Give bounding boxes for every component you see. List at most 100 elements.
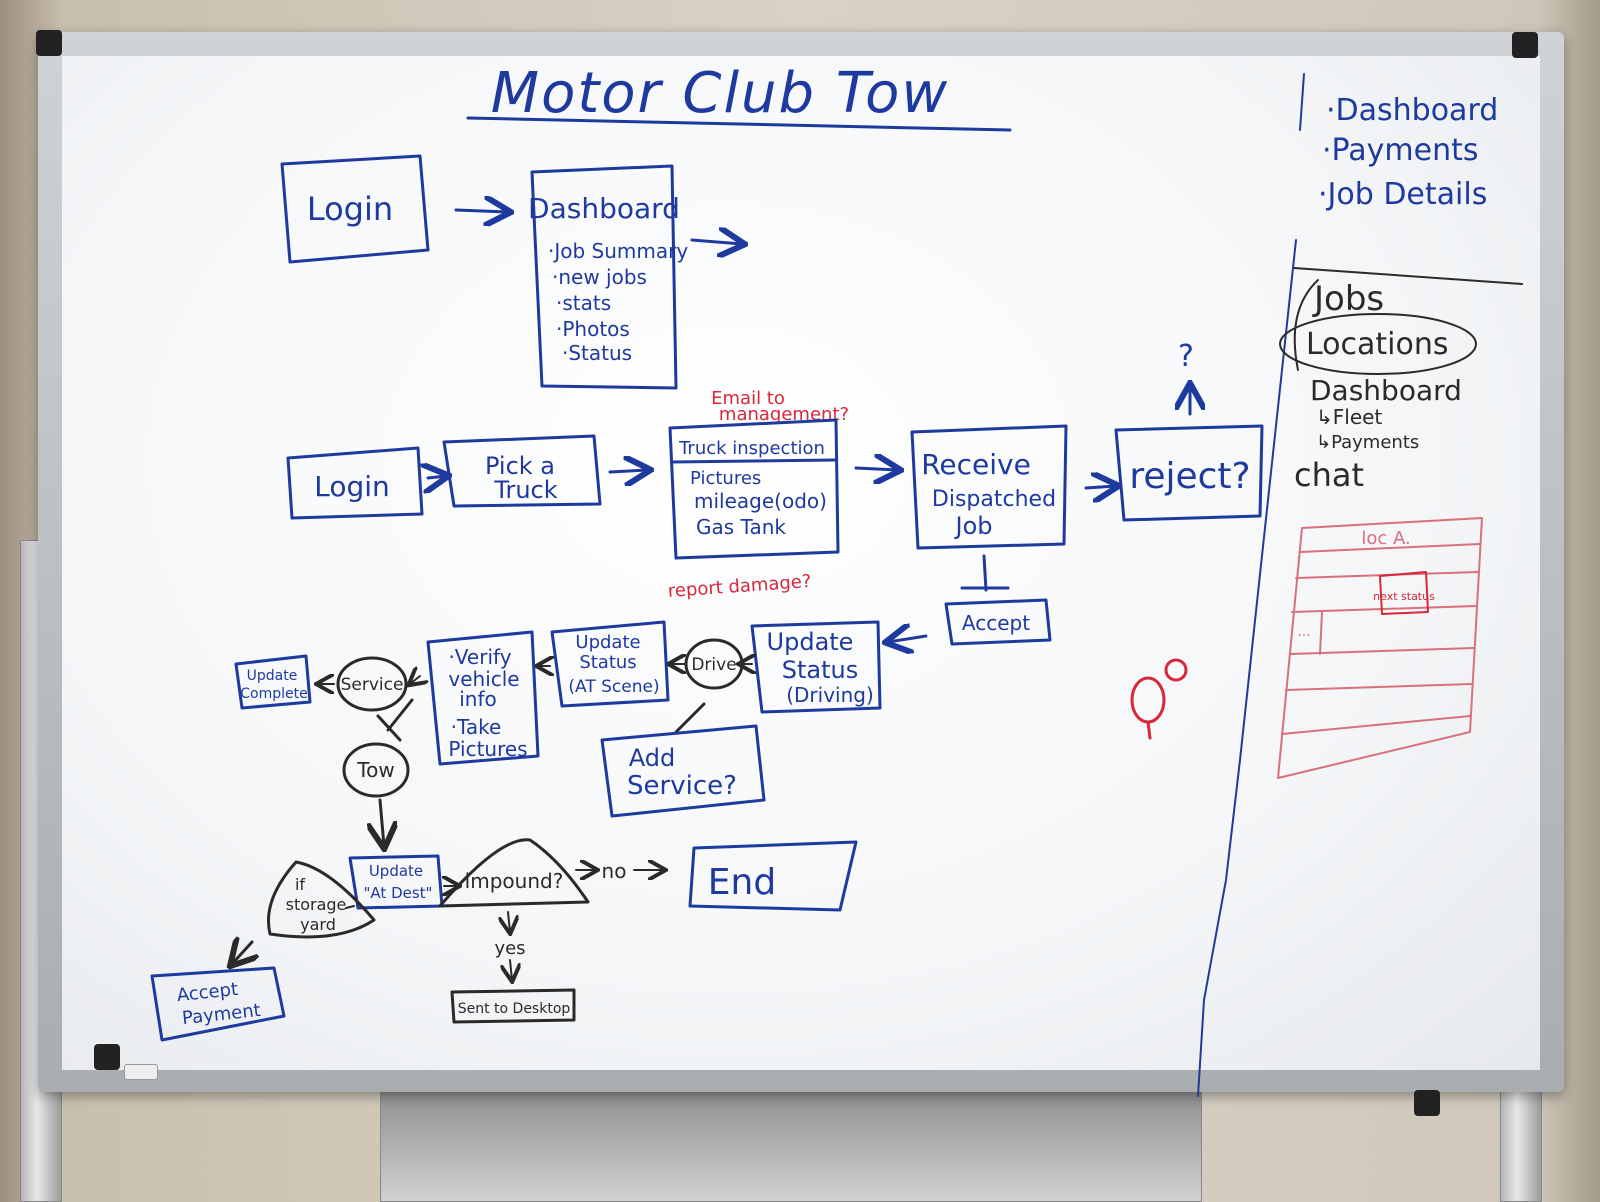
add-service-label: Add <box>629 744 675 772</box>
payments-label: ↳Payments <box>1316 432 1419 453</box>
impound-label: impound? <box>465 869 564 893</box>
update-complete-box <box>234 654 312 710</box>
update-driving-box <box>750 620 882 714</box>
accept-payment-box <box>150 966 286 1042</box>
end-label: End <box>708 862 776 903</box>
update-driving-label: Status <box>782 656 858 684</box>
login-label-1: Login <box>307 190 393 228</box>
manufacturer-badge <box>124 1064 158 1080</box>
inspection-item: Gas Tank <box>696 515 786 539</box>
accept-box <box>944 598 1052 646</box>
question-mark: ? <box>1178 339 1194 374</box>
locations-circle <box>1279 313 1477 375</box>
tow-label: Tow <box>356 758 394 782</box>
balloon-small <box>1164 658 1188 682</box>
dashboard-item: ·Job Summary <box>548 239 688 263</box>
sent-to-desk-label: Sent to Desktop <box>458 1001 571 1017</box>
verify-label: ·Take <box>451 715 502 739</box>
arrow-accept-driving <box>888 636 928 642</box>
pick-truck-label: Pick a <box>485 452 555 480</box>
table-cell-label: next status <box>1373 590 1435 603</box>
drive-to-add-service <box>674 702 706 734</box>
dashboard-label: Dashboard <box>1310 374 1462 407</box>
verify-box <box>426 630 540 766</box>
service-label: Service <box>341 675 404 695</box>
storage-link <box>345 905 355 909</box>
frame-corner <box>1512 32 1538 58</box>
tow-node <box>342 742 410 798</box>
update-complete-label: Update <box>247 668 298 684</box>
arrow-tow-dest <box>380 798 384 846</box>
add-service-box <box>600 724 766 818</box>
whiteboard-surface <box>62 56 1540 1070</box>
storage-yard-shape <box>266 860 376 939</box>
arrow-inspection-receive <box>854 468 898 470</box>
accept-payment-label: Accept <box>176 979 239 1006</box>
dashboard-item: ·Status <box>562 341 632 365</box>
verify-label: info <box>459 687 497 711</box>
service-node <box>336 656 408 712</box>
title: Motor Club Tow <box>491 61 949 126</box>
arrow-login-dashboard <box>454 210 508 212</box>
arrow-yes-desk <box>510 959 512 980</box>
jobs-bracket <box>1293 279 1319 371</box>
receive-label: Job <box>954 512 993 540</box>
table-row-line <box>1289 647 1475 655</box>
sent-to-desk-box <box>450 988 576 1024</box>
chat-label: chat <box>1294 456 1364 494</box>
end-box <box>688 840 858 912</box>
dashboard-item: ·stats <box>556 291 611 315</box>
table-row-line <box>1285 683 1473 691</box>
reject-label: reject? <box>1129 456 1250 497</box>
receive-job-box <box>910 424 1068 550</box>
arrow-verify-service <box>410 676 420 684</box>
arrow-storage-payment <box>232 942 252 964</box>
update-scene-box <box>550 620 670 708</box>
drive-label: Drive <box>691 655 736 675</box>
login-label-2: Login <box>314 470 390 503</box>
storage-label: yard <box>300 915 336 934</box>
pick-truck-label: Truck <box>493 476 557 504</box>
dashboard-box <box>530 164 678 390</box>
dashboard-title: Dashboard <box>528 192 680 225</box>
inspection-title: Truck inspection <box>678 438 825 459</box>
frame-corner <box>1414 1090 1440 1116</box>
verify-label: ·Verify <box>448 645 511 669</box>
drive-node <box>684 638 744 690</box>
jobs-label: Jobs <box>1312 279 1384 319</box>
pick-truck-box <box>442 434 602 508</box>
frame-corner <box>36 30 62 56</box>
dashboard-item: ·new jobs <box>552 265 647 289</box>
locations-label: Locations <box>1306 327 1449 362</box>
update-scene-label: Update <box>575 632 640 653</box>
table-header: loc A. <box>1361 528 1410 549</box>
column-divider <box>1197 73 1305 1097</box>
storage-label: storage <box>286 895 347 914</box>
arrow-receive-reject <box>1084 486 1116 488</box>
verify-label: vehicle <box>448 667 519 691</box>
update-complete-label: Complete <box>240 686 307 702</box>
arrow-impound-yes <box>508 911 510 932</box>
inspection-item: mileage(odo) <box>694 489 827 513</box>
inspection-item: Pictures <box>690 468 761 489</box>
sidebar-item: ·Dashboard <box>1326 93 1498 128</box>
email-note: Email to <box>711 388 785 409</box>
yes-label: yes <box>494 938 525 959</box>
login-box-1 <box>280 154 430 264</box>
arrow-dashboard-out <box>690 240 742 244</box>
balloon-doodle <box>1130 676 1166 724</box>
frame-corner <box>94 1044 120 1070</box>
table-col-line <box>1319 611 1323 655</box>
table-row-line <box>1291 605 1477 613</box>
report-damage-note: report damage? <box>667 571 812 602</box>
truck-inspection-box <box>668 418 840 560</box>
balloon-string <box>1146 720 1152 740</box>
update-scene-label: Status <box>579 652 636 673</box>
update-driving-label: (Driving) <box>786 683 874 707</box>
service-to-tow <box>376 698 414 742</box>
verify-label: Pictures <box>448 737 527 761</box>
table-dots: ... <box>1297 624 1310 640</box>
sidebar-item: ·Job Details <box>1318 177 1487 212</box>
reject-box <box>1114 424 1264 522</box>
